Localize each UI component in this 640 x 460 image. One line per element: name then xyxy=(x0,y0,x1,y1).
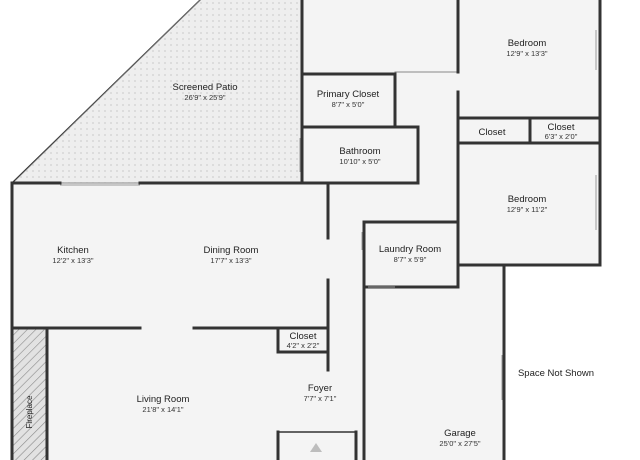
living-room-name: Living Room xyxy=(137,394,190,405)
space-not-shown-label: Space Not Shown xyxy=(518,368,594,379)
bedroom-2-name: Bedroom xyxy=(508,194,547,205)
garage-dims: 25'0" x 27'5" xyxy=(439,439,480,448)
closet-1-name: Closet xyxy=(479,127,506,138)
dining-room-name: Dining Room xyxy=(204,245,259,256)
living-room-dims: 21'8" x 14'1" xyxy=(142,405,183,414)
room-labels: Screened Patio 26'9" x 25'9" Primary Clo… xyxy=(25,38,594,448)
screened-patio-name: Screened Patio xyxy=(173,82,238,93)
foyer-name: Foyer xyxy=(308,383,332,394)
kitchen-dims: 12'2" x 13'3" xyxy=(52,256,93,265)
closet-3-name: Closet xyxy=(290,331,317,342)
bedroom-2-dims: 12'9" x 11'2" xyxy=(507,205,548,214)
bathroom-dims: 10'10" x 5'0" xyxy=(339,157,380,166)
bedroom-1-dims: 12'9" x 13'3" xyxy=(506,49,547,58)
closet-3-dims: 4'2" x 2'2" xyxy=(287,341,320,350)
closet-2-dims: 6'3" x 2'0" xyxy=(545,132,578,141)
screened-patio-dots xyxy=(12,0,302,183)
garage-floor xyxy=(364,265,504,460)
windows xyxy=(60,30,597,400)
kitchen-name: Kitchen xyxy=(57,245,89,256)
bathroom-name: Bathroom xyxy=(339,146,380,157)
main-floor xyxy=(12,183,364,460)
fireplace-label: Fireplace xyxy=(25,395,34,428)
floors xyxy=(12,0,600,460)
closet-2-name: Closet xyxy=(548,122,575,133)
garage-name: Garage xyxy=(444,428,476,439)
walls xyxy=(10,0,602,460)
primary-closet-dims: 8'7" x 5'0" xyxy=(332,100,365,109)
bedroom-1-name: Bedroom xyxy=(508,38,547,49)
foyer-dims: 7'7" x 7'1" xyxy=(304,394,337,403)
dining-room-dims: 17'7" x 13'3" xyxy=(210,256,251,265)
entry-arrow-icon xyxy=(310,443,322,452)
laundry-room-name: Laundry Room xyxy=(379,244,441,255)
primary-closet-name: Primary Closet xyxy=(317,89,380,100)
fireplace-hatch xyxy=(12,328,47,460)
screened-patio-dims: 26'9" x 25'9" xyxy=(184,93,225,102)
laundry-room-dims: 8'7" x 5'9" xyxy=(394,255,427,264)
